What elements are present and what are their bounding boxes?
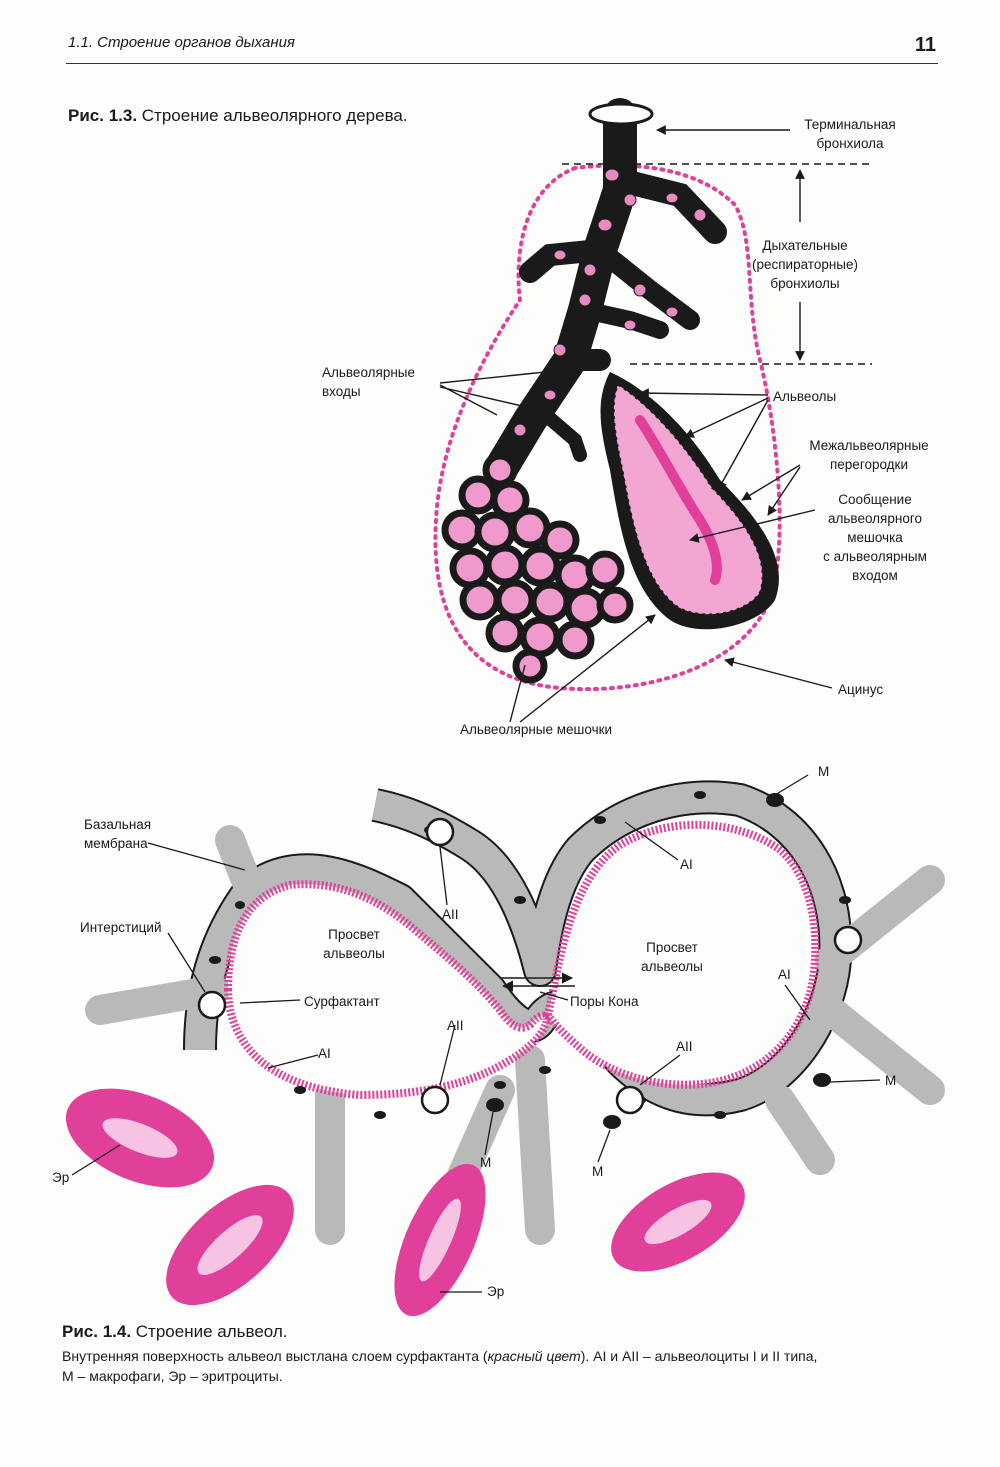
label-aii-top: AII xyxy=(442,907,459,922)
fig-1-3-leaders xyxy=(439,125,833,723)
figure-1-4-drawing xyxy=(65,774,945,1317)
label-line: альвеолярного xyxy=(828,511,922,526)
acinus-outline xyxy=(433,163,782,692)
note-text-b: ). AI и AII – альвеолоциты I и II типа, xyxy=(580,1348,818,1364)
figure-1-3-number: Рис. 1.3. xyxy=(68,106,138,125)
interstitium-branches xyxy=(85,825,945,1245)
page-number: 11 xyxy=(914,34,936,56)
figure-1-3-title: Строение альвеолярного дерева. xyxy=(141,106,408,125)
header-rule xyxy=(66,63,938,64)
figure-1-3-drawing xyxy=(433,98,872,723)
figure-1-4-note: Внутренняя поверхность альвеол выстлана … xyxy=(62,1346,942,1386)
label-lumen-right: Просвет альвеолы xyxy=(630,938,714,976)
label-acinus: Ацинус xyxy=(838,682,884,697)
erythrocytes xyxy=(65,1088,745,1317)
label-line: Терминальная xyxy=(804,117,896,132)
terminal-bronchiole-opening xyxy=(588,102,654,126)
alveolar-sac-right xyxy=(600,372,779,630)
label-aii-bottom-left: AII xyxy=(447,1018,464,1033)
figure-1-4-title: Строение альвеол. xyxy=(135,1322,288,1341)
erythrocyte-centers xyxy=(102,1118,712,1282)
label-line: перегородки xyxy=(829,457,908,472)
aii-cells xyxy=(197,817,863,1115)
label-line: Просвет xyxy=(646,940,698,955)
label-surfactant: Сурфактант xyxy=(304,994,380,1009)
label-line: с альвеолярным xyxy=(823,549,927,564)
label-er-bottom: Эр xyxy=(487,1284,505,1299)
note-text-a: Внутренняя поверхность альвеол выстлана … xyxy=(62,1348,488,1364)
label-alveolar-sacs: Альвеолярные мешочки xyxy=(460,722,613,737)
bronchiole-spots xyxy=(513,168,707,437)
label-ai-left: AI xyxy=(318,1046,331,1061)
label-ai-top: AI xyxy=(680,857,693,872)
label-line: (респираторные) xyxy=(751,257,859,272)
label-m-lower: М xyxy=(592,1164,604,1179)
label-line: Просвет xyxy=(328,927,380,942)
label-m-center: М xyxy=(480,1155,492,1170)
label-line: входом xyxy=(852,568,898,583)
label-line: Альвеолярные xyxy=(322,365,416,380)
label-basal-membrane: Базальная мембрана xyxy=(84,815,151,853)
fig-1-4-leaders xyxy=(71,774,881,1293)
label-aii-bottom-right: AII xyxy=(676,1039,693,1054)
label-ai-right: AI xyxy=(778,967,791,982)
label-lumen-left: Просвет альвеолы xyxy=(312,925,396,963)
note-italic: красный цвет xyxy=(487,1348,581,1364)
alveolus-lumen-right xyxy=(543,820,820,1089)
label-line: мембрана xyxy=(84,836,148,851)
label-kohn-pores: Поры Кона xyxy=(570,994,639,1009)
kohn-pore-arrows xyxy=(500,972,575,992)
label-er-left: Эр xyxy=(52,1170,70,1185)
alveolus-lumen-left xyxy=(223,880,551,1100)
label-line: бронхиолы xyxy=(770,276,840,291)
label-line: входы xyxy=(322,384,361,399)
label-line: альвеолы xyxy=(323,946,385,961)
figure-1-3-caption: Рис. 1.3. Строение альвеолярного дерева. xyxy=(68,106,408,126)
label-line: бронхиола xyxy=(816,136,884,151)
label-line: мешочка xyxy=(847,530,903,545)
label-sac-connection: Сообщение альвеолярного мешочка с альвео… xyxy=(810,490,940,585)
macrophages xyxy=(486,793,831,1129)
label-m-top: М xyxy=(818,764,830,779)
label-line: Межальвеолярные xyxy=(809,438,929,453)
label-respiratory-bronchioles: Дыхательные (респираторные) бронхиолы xyxy=(740,236,870,293)
note-text-c: М – макрофаги, Эр – эритроциты. xyxy=(62,1368,283,1384)
label-line: альвеолы xyxy=(641,959,703,974)
label-interalveolar-septa: Межальвеолярные перегородки xyxy=(795,436,943,474)
running-header: 1.1. Строение органов дыхания xyxy=(68,34,295,51)
label-alveolar-entrances: Альвеолярные входы xyxy=(322,363,415,401)
figure-1-4-number: Рис. 1.4. xyxy=(62,1322,132,1341)
label-interstitium: Интерстиций xyxy=(80,920,162,935)
label-line: Дыхательные xyxy=(762,238,848,253)
interstitium-tissue xyxy=(183,780,853,1117)
label-m-right: М xyxy=(885,1073,897,1088)
label-line: Сообщение xyxy=(838,492,912,507)
label-terminal-bronchiole: Терминальная бронхиола xyxy=(790,115,910,153)
alveolar-sac-left xyxy=(441,452,634,684)
figure-1-4-caption: Рис. 1.4. Строение альвеол. xyxy=(62,1322,288,1342)
label-line: Базальная xyxy=(84,817,152,832)
label-alveoli: Альвеолы xyxy=(773,389,837,404)
